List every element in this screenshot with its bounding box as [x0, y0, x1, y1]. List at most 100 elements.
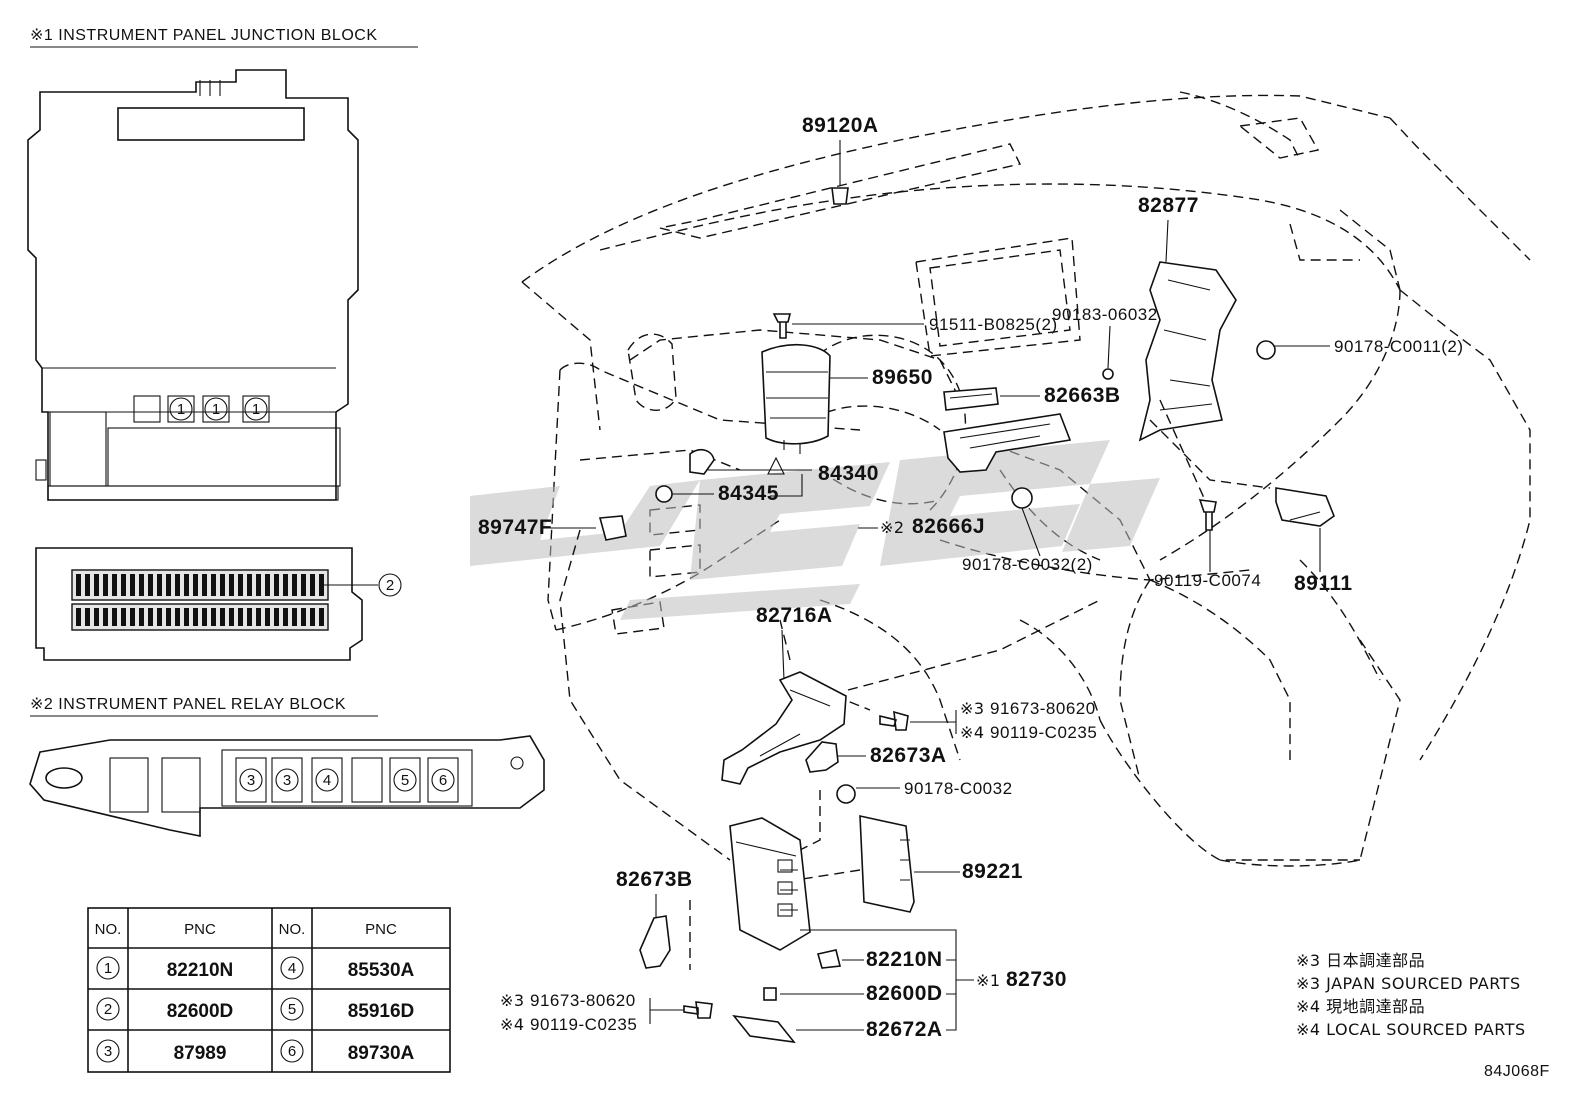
figure-code: 84J068F	[1484, 1063, 1550, 1080]
part-82600D[interactable]: 82600D	[763, 982, 943, 1005]
part-82672A[interactable]: 82672A	[732, 1014, 943, 1044]
part-label-82877: 82877	[1138, 194, 1199, 217]
part-90119-C0074[interactable]: 90119-C0074	[1154, 499, 1261, 590]
part-mark-91673-upper: ※3	[960, 699, 985, 718]
part-82673A[interactable]: 82673A	[805, 741, 947, 773]
connector-pin	[238, 574, 243, 596]
connector-pin	[211, 608, 216, 626]
part-label-82663B: 82663B	[1044, 384, 1121, 407]
table-row-pnc: 87989	[174, 1043, 227, 1064]
note-line: ※4 現地調達部品	[1296, 997, 1425, 1016]
connector-pin	[103, 608, 108, 626]
relay-callout-5: 5	[401, 772, 409, 789]
clip-icon	[836, 784, 856, 804]
connector-pin	[202, 608, 207, 626]
part-label-90178-C0011: 90178-C0011(2)	[1334, 337, 1464, 356]
connector-pin	[130, 608, 135, 626]
connector-pin	[319, 608, 324, 626]
part-90183-06032[interactable]: 90183-06032	[1052, 305, 1158, 380]
callout-1-c: 1	[252, 401, 260, 418]
part-label-91673-upper: 91673-80620	[990, 699, 1096, 718]
part-mark-91673-lower: ※3	[500, 991, 525, 1010]
connector-pin	[238, 608, 243, 626]
connector-pin	[112, 574, 117, 596]
part-89111[interactable]: 89111	[1275, 487, 1353, 595]
bolt-icon	[683, 1001, 713, 1019]
part-90178-C0011[interactable]: 90178-C0011(2)	[1256, 337, 1464, 360]
part-label-90119-lower: 90119-C0235	[530, 1015, 637, 1034]
connector-pin	[121, 608, 126, 626]
table-row-no: 2	[104, 1001, 112, 1018]
part-91511-B0825[interactable]: 91511-B0825(2)	[772, 313, 1058, 339]
note-line: ※3 JAPAN SOURCED PARTS	[1296, 974, 1521, 993]
connector-pin	[301, 574, 306, 596]
part-82716A[interactable]: 82716A	[721, 604, 847, 785]
connector-pin	[112, 608, 117, 626]
sourcing-notes: ※3 日本調達部品 ※3 JAPAN SOURCED PARTS ※4 現地調達…	[1296, 951, 1526, 1039]
reference-leaders	[559, 399, 1271, 970]
part-label-90119-upper: 90119-C0235	[990, 723, 1097, 742]
connector-pin	[202, 574, 207, 596]
part-90178-C0032[interactable]: 90178-C0032	[836, 779, 1013, 804]
note-line: ※3 日本調達部品	[1296, 951, 1425, 970]
connector-pin	[310, 608, 315, 626]
table-row-no: 6	[288, 1043, 296, 1060]
part-label-91511: 91511-B0825(2)	[929, 315, 1058, 334]
relay-callout-3-b: 3	[283, 772, 291, 789]
relay-callout-6: 6	[439, 772, 447, 789]
part-91673-80620-lower[interactable]: ※3 91673-80620 ※4 90119-C0235	[500, 991, 713, 1034]
part-label-89747F: 89747F	[478, 516, 552, 539]
connector-pin	[310, 574, 315, 596]
connector-pin	[220, 574, 225, 596]
connector-pin	[265, 608, 270, 626]
part-90178-C0032-2[interactable]: 90178-C0032(2)	[962, 487, 1093, 574]
part-89120A[interactable]: 89120A	[802, 114, 879, 205]
callout-1-b: 1	[212, 401, 220, 418]
part-82210N[interactable]: 82210N	[816, 948, 943, 971]
connector-pin	[292, 574, 297, 596]
part-84345[interactable]: 84345	[655, 474, 803, 505]
part-mark-90119-upper: ※4	[960, 723, 985, 742]
connector-pin	[175, 574, 180, 596]
connector-pin	[76, 608, 81, 626]
table-row-pnc: 82600D	[167, 1001, 234, 1022]
part-mark-90119-lower: ※4	[500, 1015, 525, 1034]
connector-pin	[184, 608, 189, 626]
table-row-no: 1	[104, 960, 112, 977]
connector-pin	[139, 608, 144, 626]
connector-pin	[175, 608, 180, 626]
part-label-82600D: 82600D	[866, 982, 943, 1005]
junction-block-title: ※1 INSTRUMENT PANEL JUNCTION BLOCK	[30, 27, 378, 44]
connector-pin	[229, 608, 234, 626]
part-82666J[interactable]: ※2 82666J	[858, 515, 985, 538]
table-header-pnc-2: PNC	[365, 921, 397, 938]
part-label-90119-C0074: 90119-C0074	[1154, 571, 1261, 590]
part-label-89120A: 89120A	[802, 114, 879, 137]
part-91673-80620-upper[interactable]: ※3 91673-80620 ※4 90119-C0235	[879, 699, 1097, 742]
part-82877[interactable]: 82877	[1138, 194, 1237, 442]
table-row-no: 5	[288, 1001, 296, 1018]
part-89221[interactable]: 89221	[859, 814, 1023, 913]
part-84340[interactable]: 84340	[689, 448, 879, 485]
connector-pin	[292, 608, 297, 626]
junction-block-connector: 2	[35, 547, 402, 661]
table-row-pnc: 89730A	[348, 1043, 415, 1064]
part-mark-82730: ※1	[976, 971, 1001, 990]
connector-pin	[103, 574, 108, 596]
clip-icon	[1102, 368, 1114, 380]
part-89650[interactable]: 89650	[761, 343, 933, 454]
callout-1-a: 1	[177, 401, 185, 418]
part-89747F[interactable]: 89747F	[478, 515, 627, 541]
part-ecu-82730-body	[729, 817, 811, 951]
part-82663B[interactable]: 82663B	[943, 384, 1121, 411]
table-header-no-1: NO.	[95, 921, 122, 938]
connector-pin	[166, 608, 171, 626]
part-82730[interactable]: ※1 82730	[800, 929, 1067, 1031]
part-label-82666J: 82666J	[912, 515, 985, 538]
connector-pin	[157, 608, 162, 626]
part-82673B[interactable]: 82673B	[616, 868, 693, 969]
connector-pin	[130, 574, 135, 596]
part-label-89111: 89111	[1294, 572, 1353, 595]
connector-pin	[229, 574, 234, 596]
note-line: ※4 LOCAL SOURCED PARTS	[1296, 1020, 1526, 1039]
